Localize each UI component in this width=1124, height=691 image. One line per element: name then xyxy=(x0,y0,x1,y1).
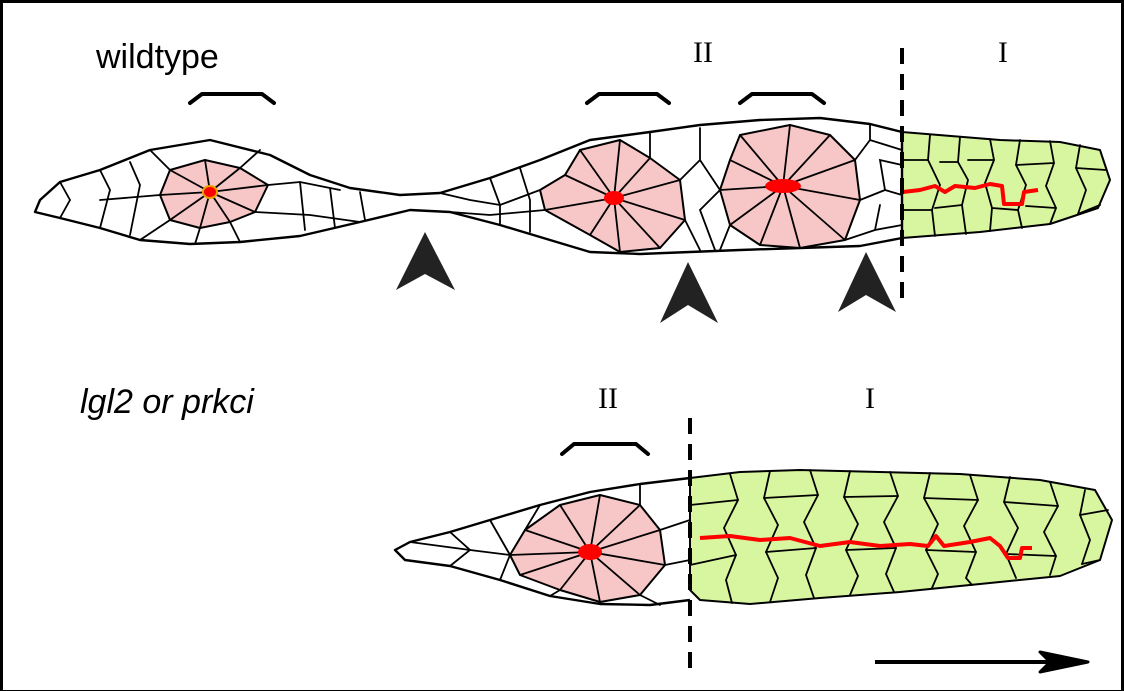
wt-zone-II-label: II xyxy=(693,36,713,69)
mut-zone-I-label: I xyxy=(865,382,875,415)
mut-zone-II-label: II xyxy=(598,382,618,415)
mut-lumen xyxy=(578,544,602,560)
mutant-label: lgl2 or prkci xyxy=(80,383,255,421)
wt-zone-I-label: I xyxy=(998,36,1008,69)
wt-lumen-2 xyxy=(604,191,624,205)
wildtype-label: wildtype xyxy=(95,38,219,76)
wt-lumen-3 xyxy=(765,179,801,193)
wt-lumen-1 xyxy=(203,186,217,198)
